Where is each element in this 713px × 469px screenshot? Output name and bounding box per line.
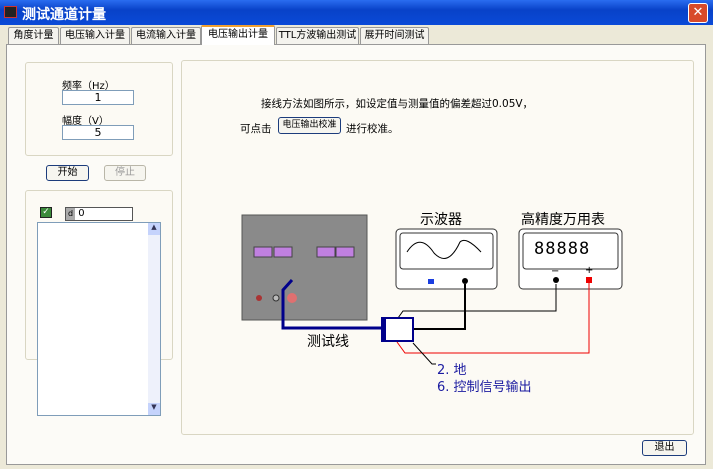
tab-current-input[interactable]: 电流输入计量: [131, 27, 201, 44]
freq-input[interactable]: 1: [62, 90, 134, 105]
tab-ttl-square[interactable]: TTL方波输出测试: [276, 27, 359, 44]
tab-voltage-output[interactable]: 电压输出计量: [201, 25, 275, 45]
pin6-label: 6. 控制信号输出: [437, 380, 532, 395]
log-listbox[interactable]: ▲ ▼: [37, 222, 161, 416]
app-icon: [4, 6, 17, 18]
multimeter: [518, 228, 623, 290]
exit-button[interactable]: 退出: [642, 440, 687, 456]
blue-wire: [281, 278, 382, 330]
instruction-line2-post: 进行校准。: [346, 123, 399, 135]
tab-angle[interactable]: 角度计量: [8, 27, 59, 44]
tab-voltage-input[interactable]: 电压输入计量: [60, 27, 130, 44]
device-panel: [241, 214, 368, 321]
checkbox-enable[interactable]: ✓: [40, 207, 52, 218]
amp-label: 幅度（V）: [62, 116, 109, 127]
plus-terminal-label: +: [585, 265, 594, 276]
amp-input[interactable]: 5: [62, 125, 134, 140]
index-control[interactable]: d 0: [65, 207, 133, 221]
connector: [381, 317, 414, 342]
scroll-up-icon[interactable]: ▲: [148, 223, 160, 235]
scope-wire: [413, 284, 466, 330]
pin-leader-line: [412, 342, 436, 365]
index-prefix: d: [66, 208, 75, 220]
close-button[interactable]: ✕: [688, 3, 708, 23]
params-group: 频率（Hz） 1 幅度（V） 5: [25, 62, 173, 156]
oscilloscope-label: 示波器: [420, 212, 462, 228]
multimeter-display: 88888: [534, 239, 591, 259]
title-bar: 测试通道计量 ✕: [0, 0, 713, 25]
instruction-line1: 接线方法如图所示，如设定值与测量值的偏差超过0.05V，: [261, 98, 534, 110]
multimeter-label: 高精度万用表: [521, 212, 605, 228]
red-wire: [396, 283, 590, 354]
start-button[interactable]: 开始: [46, 165, 89, 181]
tab-expand-time[interactable]: 展开时间测试: [360, 27, 429, 44]
minus-terminal-label: −: [551, 266, 560, 277]
test-line-label: 测试线: [307, 334, 349, 350]
scrollbar[interactable]: ▲ ▼: [148, 223, 160, 415]
ground-wire: [397, 284, 557, 319]
scroll-down-icon[interactable]: ▼: [148, 403, 160, 415]
pin2-label: 2. 地: [437, 363, 467, 378]
oscilloscope: [395, 228, 498, 290]
freq-label: 频率（Hz）: [62, 81, 115, 92]
instruction-line2-pre: 可点击: [240, 123, 272, 135]
index-value: 0: [78, 208, 85, 219]
window-title: 测试通道计量: [22, 7, 106, 23]
stop-button[interactable]: 停止: [104, 165, 146, 181]
calibrate-button[interactable]: 电压输出校准: [278, 117, 341, 134]
